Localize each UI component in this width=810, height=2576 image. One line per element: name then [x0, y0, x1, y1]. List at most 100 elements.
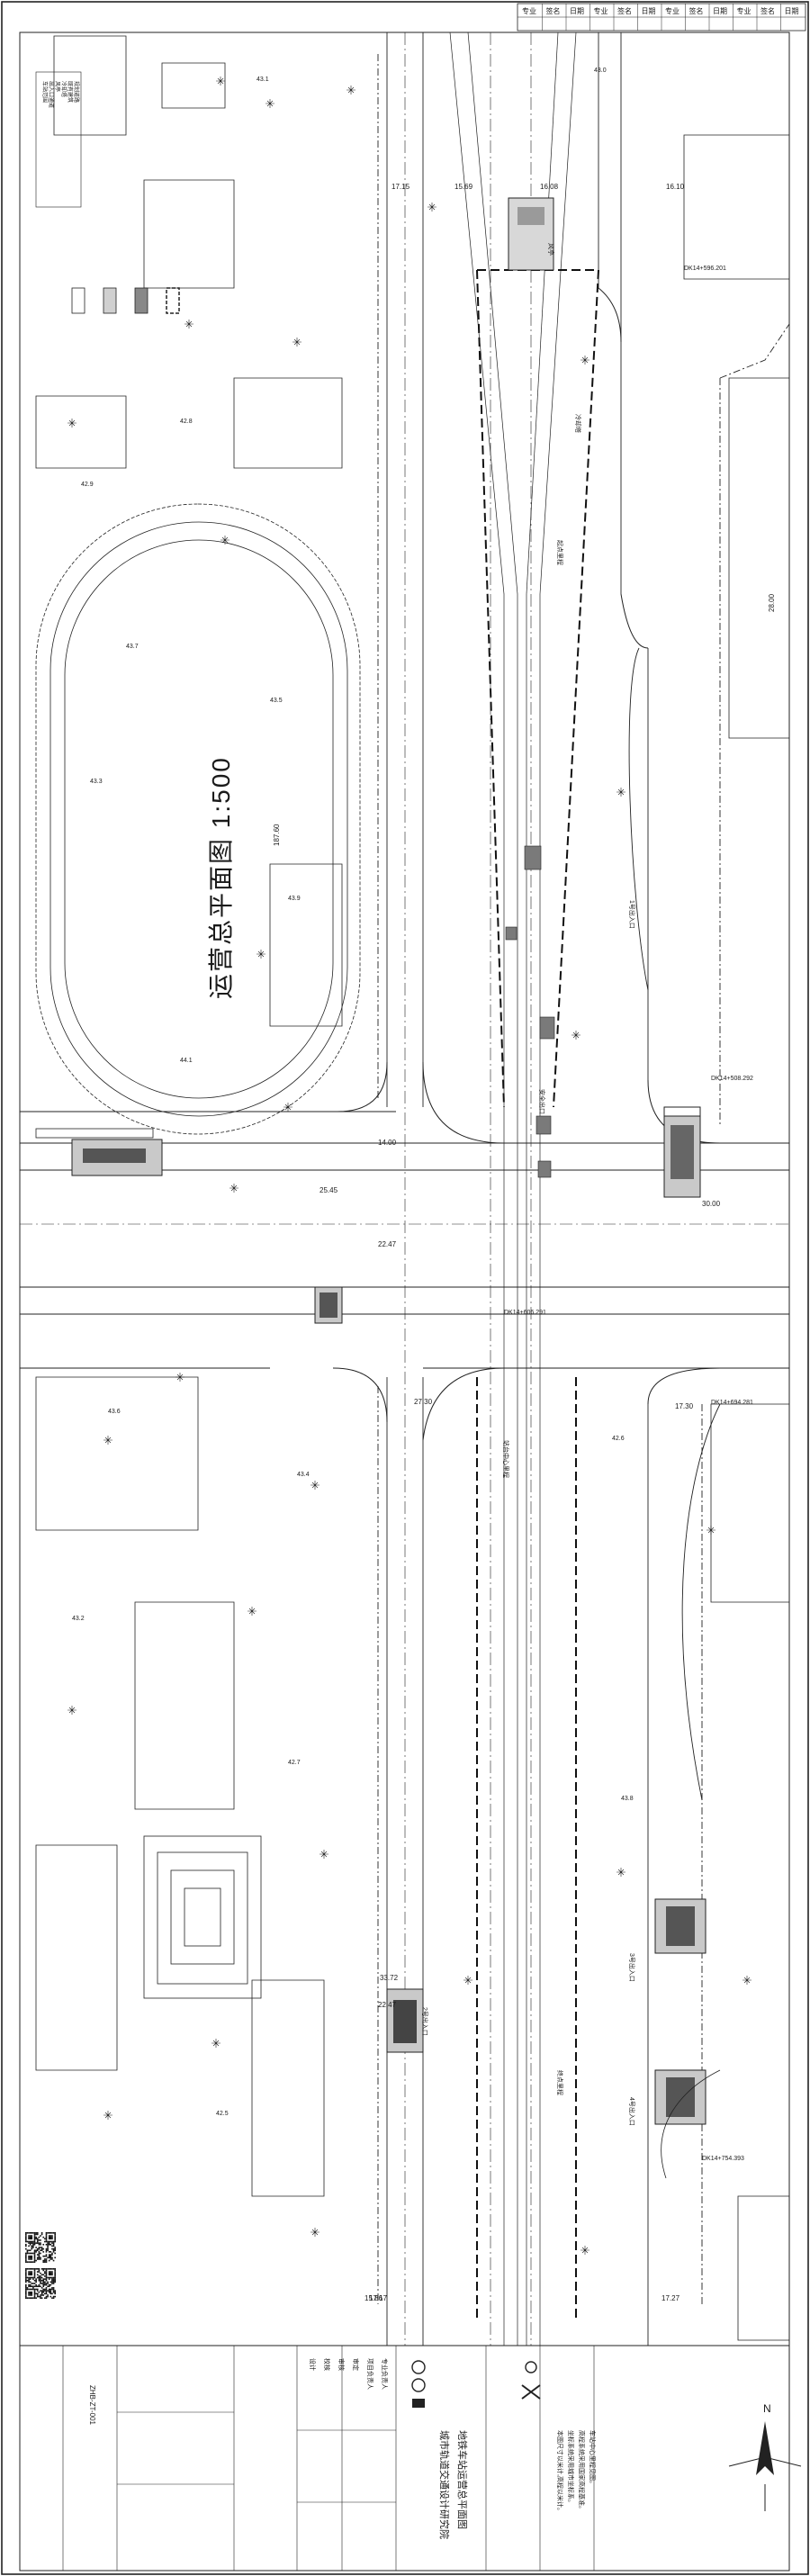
header-cell: 日期: [785, 7, 799, 15]
chainage-label: DK14+596.201: [684, 266, 726, 272]
dimension-label: 17.17: [369, 2294, 388, 2302]
entrance-d: [386, 1988, 424, 2053]
tree-symbol: [68, 1706, 76, 1715]
entrance-a: [663, 1106, 701, 1198]
drawing-number: ZHB-ZT-001: [88, 2385, 96, 2426]
road-centerlines: [20, 32, 789, 2346]
station-outline: [476, 269, 599, 2322]
station-label: 4号出入口: [628, 2097, 636, 2126]
tree-symbol: [104, 2111, 112, 2120]
dimension-label: 187.60: [273, 824, 281, 846]
dimension-label: 28.00: [768, 593, 776, 612]
elevation-label: 44.1: [180, 1058, 193, 1064]
station-label: 冷却塔: [574, 414, 582, 433]
tree-symbol: [742, 1976, 752, 1985]
header-cell: 日期: [642, 7, 656, 15]
main-road: [386, 32, 649, 2346]
tree-symbol: [346, 86, 356, 95]
note-line: 本图尺寸以米计,高程以米计。: [556, 2430, 564, 2514]
dimension-label: 16.10: [666, 183, 685, 191]
station-label: 终点里程: [556, 2070, 564, 2095]
elevation-label: 43.8: [621, 1796, 634, 1802]
legend-item: 风亭: [54, 81, 61, 92]
titleblock-field: 审定: [352, 2358, 360, 2371]
tree-symbol: [706, 1526, 716, 1535]
tree-symbol: [580, 356, 590, 365]
tree-symbol: [284, 1103, 292, 1112]
tree-symbol: [216, 77, 225, 86]
notes: 本图尺寸以米计,高程以米计。坐标系统采用城市坐标系。高程系统采用国家高程基准。车…: [556, 2430, 597, 2514]
company-name: 城市轨道交通设计研究院: [438, 2430, 451, 2539]
right-curves: [628, 647, 721, 1801]
tree-symbol: [256, 950, 266, 959]
station-label: 风亭: [547, 243, 555, 256]
legend-item: 规划道路: [73, 81, 80, 103]
elevation-label: 43.7: [126, 644, 139, 650]
tree-symbol: [464, 1976, 472, 1985]
header-cell: 签名: [617, 6, 632, 15]
tree-symbol: [68, 419, 76, 428]
plan-title-group: 运营总平面图 1:500: [207, 756, 235, 999]
elevation-label: 43.4: [297, 1472, 310, 1478]
qr-code-2: [25, 2268, 56, 2299]
north-arrow: N: [728, 2402, 802, 2511]
tree-symbol: [580, 2246, 590, 2255]
elevation-label: 43.0: [594, 68, 607, 74]
tree-symbol: [220, 536, 230, 545]
temple-building: [143, 1835, 262, 1999]
elevation-label: 43.1: [256, 77, 269, 83]
right-buildings: [661, 134, 790, 2341]
elevation-label: 43.5: [270, 698, 283, 704]
tree-symbol: [248, 1607, 256, 1616]
tree-symbol: [310, 1481, 320, 1490]
station-label: 3号出入口: [628, 1953, 636, 1982]
trees: [68, 77, 752, 2255]
legend-item: 冷却塔: [60, 81, 68, 97]
elevation-label: 42.6: [612, 1436, 625, 1442]
tree-symbol: [176, 1373, 184, 1382]
tree-symbol: [104, 1436, 112, 1445]
header-cell: 日期: [570, 7, 584, 15]
entrance-c: [654, 2069, 706, 2125]
tree-symbol: [616, 1868, 626, 1877]
property-lines: [377, 54, 790, 2304]
titleblock-texts: 城市轨道交通设计研究院 地铁车站运营总平面图 ZHB-ZT-001 设计校核审核…: [88, 2358, 469, 2539]
chainage-label: DK14+606.291: [504, 1310, 546, 1316]
tracks: [449, 32, 577, 2346]
plan-title: 运营总平面图 1:500: [207, 756, 235, 999]
elevation-label: 42.8: [180, 419, 193, 425]
elevation-label: 43.9: [288, 896, 301, 902]
titleblock-field: 专业负责人: [381, 2358, 389, 2390]
titleblock-field: 项目负责人: [366, 2358, 374, 2390]
tree-symbol: [320, 1850, 328, 1859]
tree-symbol: [310, 2228, 320, 2237]
dimension-label: 15.69: [454, 183, 473, 191]
tree-symbol: [572, 1031, 580, 1040]
legend-item: 出入口通道: [48, 81, 55, 108]
tree-symbol: [292, 338, 302, 347]
dimension-label: 17.30: [675, 1402, 694, 1410]
elevation-labels: 43.143.042.842.943.743.543.343.944.143.6…: [72, 68, 634, 2117]
elevation-label: 43.3: [90, 779, 103, 785]
station-text-labels: 1号出入口2号出入口3号出入口4号出入口风亭冷却塔安全出口站台中心里程起点里程终…: [421, 243, 636, 2126]
entrance-west: [35, 1128, 163, 1176]
dimension-label: 33.72: [380, 1974, 399, 1982]
chainage-label: DK14+694.281: [711, 1400, 753, 1406]
station-label: 站台中心里程: [502, 1440, 510, 1478]
vent-shaft-top: [508, 197, 554, 271]
elevation-label: 42.9: [81, 482, 94, 488]
header-cell: 专业: [737, 6, 752, 15]
header-cell: 专业: [522, 6, 536, 15]
title-block: [19, 2345, 790, 2571]
header-cell: 签名: [760, 6, 775, 15]
sports-field: [35, 503, 361, 1135]
header-cell: 专业: [665, 6, 680, 15]
station-label: 1号出入口: [628, 900, 636, 929]
note-line: 坐标系统采用城市坐标系。: [567, 2430, 575, 2506]
chainage-labels: DK14+596.201DK14+508.292DK14+694.281DK14…: [504, 266, 753, 2162]
tree-symbol: [184, 320, 194, 329]
header-cell: 签名: [689, 6, 704, 15]
qr-code-1: [25, 2232, 56, 2263]
